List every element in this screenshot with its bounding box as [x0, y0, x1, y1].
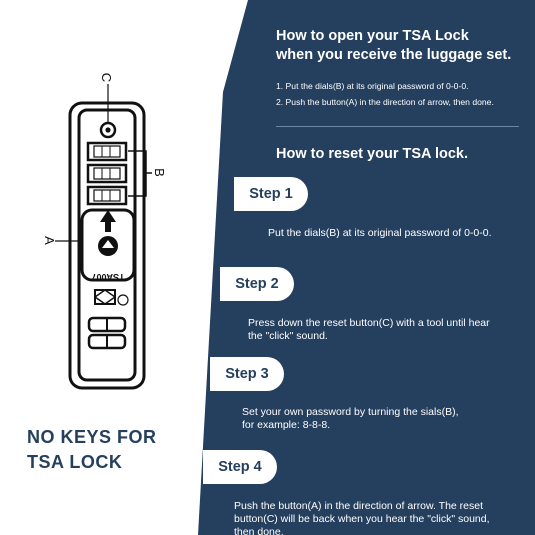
tsa-lock-diagram: TSA007 [55, 84, 152, 390]
open-step-2: 2. Push the button(A) in the direction o… [276, 97, 494, 107]
reset-title: How to reset your TSA lock. [276, 146, 469, 162]
step-3-pill: Step 3 [210, 357, 284, 391]
tsa-007-text: TSA007 [91, 272, 124, 282]
step-4-text-line3: then done. [234, 526, 284, 535]
step-4-text-line1: Push the button(A) in the direction of a… [234, 500, 484, 512]
step-4-pill: Step 4 [203, 450, 277, 484]
arrow-up-icon [100, 210, 116, 232]
step-1-text: Put the dials(B) at its original passwor… [268, 227, 492, 239]
step-2-text-line1: Press down the reset button(C) with a to… [248, 317, 490, 329]
open-title-line2: when you receive the luggage set. [276, 47, 512, 63]
step-2-pill: Step 2 [220, 267, 294, 301]
no-keys-tagline: NO KEYS FOR TSA LOCK [27, 425, 157, 475]
divider [276, 126, 519, 127]
tsa-logo [93, 289, 129, 306]
open-step-1: 1. Put the dials(B) at its original pass… [276, 81, 469, 91]
step-3-text-line2: for example: 8-8-8. [242, 419, 331, 431]
tagline-line1: NO KEYS FOR [27, 427, 157, 447]
tagline-line2: TSA LOCK [27, 452, 123, 472]
step-3-text-line1: Set your own password by turning the sia… [242, 406, 459, 418]
step-1-pill: Step 1 [234, 177, 308, 211]
open-title-line1: How to open your TSA Lock [276, 28, 469, 44]
step-2-text-line2: the "click" sound. [248, 330, 328, 342]
label-c: C [99, 72, 115, 83]
dials-b [86, 141, 128, 206]
step-4-text-line2: button(C) will be back when you hear the… [234, 513, 490, 525]
label-b: B [151, 168, 167, 177]
label-a: A [41, 236, 57, 245]
